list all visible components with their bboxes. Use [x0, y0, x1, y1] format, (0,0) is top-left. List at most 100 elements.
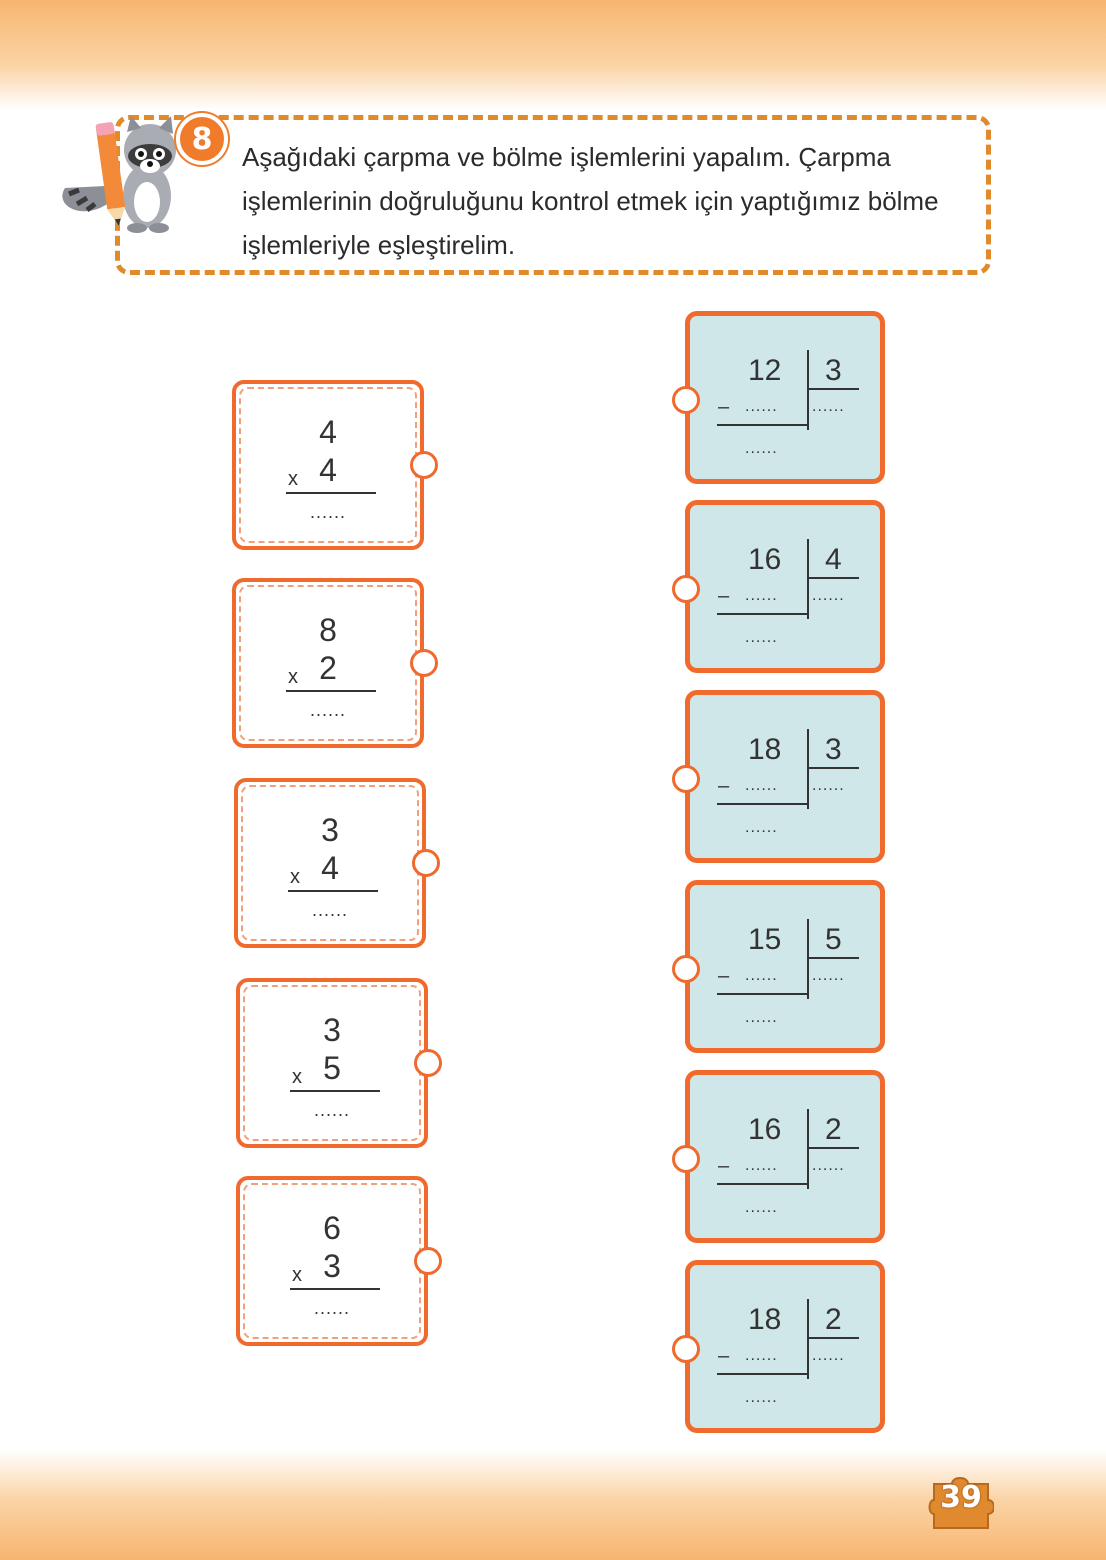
match-dot[interactable]: [412, 849, 440, 877]
quotient-blank[interactable]: ......: [812, 1347, 845, 1364]
match-dot[interactable]: [414, 1247, 442, 1275]
subtrahend-blank[interactable]: ......: [745, 398, 778, 415]
subtrahend-blank[interactable]: ......: [745, 1347, 778, 1364]
result-line: [286, 492, 376, 494]
match-dot[interactable]: [410, 451, 438, 479]
minus-sign: –: [718, 965, 730, 987]
remainder-blank[interactable]: ......: [745, 819, 778, 836]
division-bar: [807, 1109, 809, 1189]
puzzle-piece-icon: [928, 1477, 994, 1529]
result-line: [286, 690, 376, 692]
match-dot[interactable]: [672, 1145, 700, 1173]
match-dot[interactable]: [672, 765, 700, 793]
multiplicand: 6: [323, 1210, 341, 1246]
bottom-footer-band: [0, 1450, 1106, 1560]
multiplication-card-2: 8 2 x ......: [232, 578, 438, 748]
answer-blank[interactable]: ......: [309, 502, 346, 522]
quotient-line: [807, 388, 859, 390]
multiplier: 5: [323, 1050, 341, 1086]
subtrahend-blank[interactable]: ......: [745, 967, 778, 984]
remainder-blank[interactable]: ......: [745, 1009, 778, 1026]
multiplication-card-1: 4 4 x ......: [232, 380, 438, 550]
division-card-1: 12 3 – ...... ...... ......: [672, 311, 885, 484]
subtrahend-blank[interactable]: ......: [745, 777, 778, 794]
division-card-5: 16 2 – ...... ...... ......: [672, 1070, 885, 1243]
division-bar: [807, 729, 809, 809]
quotient-line: [807, 1337, 859, 1339]
match-dot[interactable]: [414, 1049, 442, 1077]
division-bar: [807, 350, 809, 430]
divisor: 3: [825, 354, 842, 387]
quotient-line: [807, 957, 859, 959]
multiplier: 3: [323, 1248, 341, 1284]
quotient-blank[interactable]: ......: [812, 398, 845, 415]
times-sign: x: [290, 866, 300, 888]
remainder-line: [717, 424, 809, 426]
match-dot[interactable]: [672, 1335, 700, 1363]
division-card-2: 16 4 – ...... ...... ......: [672, 500, 885, 673]
division-bar: [807, 1299, 809, 1379]
remainder-blank[interactable]: ......: [745, 629, 778, 646]
subtrahend-blank[interactable]: ......: [745, 587, 778, 604]
minus-sign: –: [718, 775, 730, 797]
match-dot[interactable]: [672, 575, 700, 603]
multiplicand: 8: [319, 612, 337, 648]
remainder-line: [717, 613, 809, 615]
multiplicand: 3: [323, 1012, 341, 1048]
multiplier: 4: [321, 850, 339, 886]
division-card-6: 18 2 – ...... ...... ......: [672, 1260, 885, 1433]
minus-sign: –: [718, 1345, 730, 1367]
divisor: 3: [825, 733, 842, 766]
remainder-blank[interactable]: ......: [745, 440, 778, 457]
remainder-line: [717, 1373, 809, 1375]
remainder-blank[interactable]: ......: [745, 1199, 778, 1216]
times-sign: x: [292, 1066, 302, 1088]
match-dot[interactable]: [672, 386, 700, 414]
minus-sign: –: [718, 1155, 730, 1177]
quotient-line: [807, 1147, 859, 1149]
question-instruction: Aşağıdaki çarpma ve bölme işlemlerini ya…: [242, 142, 939, 260]
quotient-blank[interactable]: ......: [812, 967, 845, 984]
remainder-line: [717, 1183, 809, 1185]
division-card-3: 18 3 – ...... ...... ......: [672, 690, 885, 863]
remainder-blank[interactable]: ......: [745, 1389, 778, 1406]
dividend: 12: [748, 354, 782, 387]
division-bar: [807, 539, 809, 619]
multiplication-card-5: 6 3 x ......: [236, 1176, 442, 1346]
result-line: [290, 1288, 380, 1290]
multiplication-card-3: 3 4 x ......: [234, 778, 440, 948]
result-line: [290, 1090, 380, 1092]
quotient-line: [807, 767, 859, 769]
answer-blank[interactable]: ......: [313, 1298, 350, 1318]
dividend: 16: [748, 1113, 782, 1146]
top-header-band: [0, 0, 1106, 110]
question-number-badge: 8: [176, 113, 228, 165]
multiplicand: 3: [321, 812, 339, 848]
answer-blank[interactable]: ......: [313, 1100, 350, 1120]
times-sign: x: [288, 468, 298, 490]
quotient-line: [807, 577, 859, 579]
divisor: 5: [825, 923, 842, 956]
subtrahend-blank[interactable]: ......: [745, 1157, 778, 1174]
quotient-blank[interactable]: ......: [812, 1157, 845, 1174]
answer-blank[interactable]: ......: [311, 900, 348, 920]
times-sign: x: [288, 666, 298, 688]
answer-blank[interactable]: ......: [309, 700, 346, 720]
minus-sign: –: [718, 585, 730, 607]
remainder-line: [717, 803, 809, 805]
times-sign: x: [292, 1264, 302, 1286]
divisor: 4: [825, 543, 842, 576]
dividend: 15: [748, 923, 782, 956]
page-number: 39: [940, 1480, 982, 1515]
multiplier: 2: [319, 650, 337, 686]
match-dot[interactable]: [672, 955, 700, 983]
multiplicand: 4: [319, 414, 337, 450]
quotient-blank[interactable]: ......: [812, 777, 845, 794]
remainder-line: [717, 993, 809, 995]
dividend: 18: [748, 733, 782, 766]
dividend: 16: [748, 543, 782, 576]
multiplier: 4: [319, 452, 337, 488]
divisor: 2: [825, 1303, 842, 1336]
match-dot[interactable]: [410, 649, 438, 677]
quotient-blank[interactable]: ......: [812, 587, 845, 604]
